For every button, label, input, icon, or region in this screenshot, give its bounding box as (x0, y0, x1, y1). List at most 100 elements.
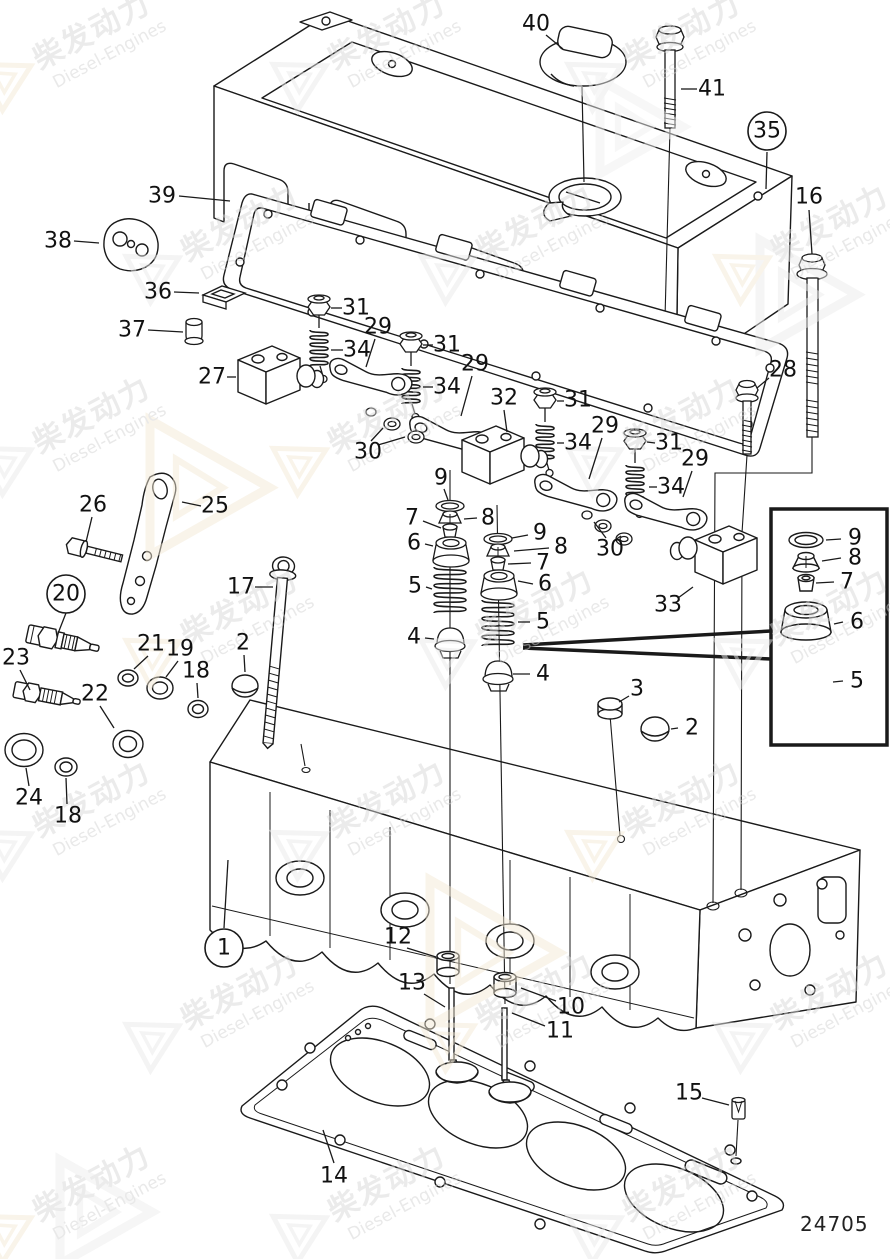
adjuster-tip (411, 403, 416, 415)
logo-triangle-icon (55, 1152, 162, 1259)
callout-leader-line (422, 520, 442, 529)
drawing-number: 24705 (800, 1212, 869, 1236)
callout-leader-line (513, 547, 550, 552)
clip-36 (201, 285, 247, 310)
callout-number: 32 (490, 386, 518, 411)
part-callout-7: 7 (815, 570, 854, 595)
retainer-6-hole (442, 538, 460, 548)
part-callout-4: 4 (513, 662, 550, 687)
part-callout-31: 31 (331, 296, 370, 321)
callout-leader-line (511, 1012, 546, 1027)
part-callout-38: 38 (44, 229, 100, 254)
retainer-6-base (480, 587, 518, 601)
part-callout-39: 39 (148, 184, 231, 209)
part-callout-23: 23 (2, 646, 31, 691)
ring-21 (117, 669, 139, 687)
logo-triangle-inner-icon (580, 839, 609, 864)
callout-number: 21 (137, 632, 165, 657)
callout-number: 34 (343, 338, 371, 363)
part-callout-26: 26 (79, 493, 107, 543)
logo-triangle-icon (563, 61, 626, 116)
callout-number: 15 (675, 1081, 703, 1106)
callout-leader-line (196, 682, 199, 699)
callout-leader-line (545, 34, 564, 50)
washer-ring-hole (387, 420, 397, 428)
callout-number: 6 (407, 531, 421, 556)
nut-31-hole (313, 295, 325, 301)
callout-number: 34 (657, 475, 685, 500)
valve-spring-5 (433, 566, 467, 614)
logo-triangle-inner-icon (0, 455, 19, 480)
callout-number: 19 (166, 637, 194, 662)
valve-seal-12 (436, 950, 460, 978)
callout-leader-line (646, 441, 656, 444)
cup-3 (597, 697, 623, 720)
logo-triangle-icon (755, 232, 866, 357)
logo-triangle-inner-icon (728, 647, 757, 672)
callout-leader-line (593, 521, 607, 539)
nut-31-hole (405, 332, 417, 338)
callout-number: 1 (217, 936, 231, 961)
bolt-shaft (664, 49, 676, 129)
part-callout-34: 34 (423, 375, 461, 400)
callout-number: 28 (769, 358, 797, 383)
ring-18b (54, 757, 78, 777)
bolt-41 (655, 25, 685, 357)
callout-number: 30 (354, 440, 382, 465)
part-callout-8: 8 (821, 546, 862, 571)
logo-triangle-icon (711, 637, 774, 692)
part-callout-14: 14 (320, 1129, 348, 1189)
logo-triangle-inner-icon (172, 453, 229, 522)
callout-leader-line (463, 517, 478, 520)
callout-number: 18 (182, 659, 210, 684)
watermark-big-triangle (755, 232, 866, 357)
logo-triangle-inner-icon (433, 1031, 462, 1056)
logo-triangle-icon (121, 253, 184, 308)
callout-wedge-top (522, 629, 772, 647)
callout-number: 31 (342, 296, 370, 321)
logo-triangle-inner-icon (138, 1031, 167, 1056)
cover-boss-hole (701, 169, 711, 179)
callout-number: 17 (227, 575, 255, 600)
oil-filler-spout (543, 201, 572, 222)
callout-leader-line (322, 1129, 335, 1164)
callout-number: 7 (405, 506, 419, 531)
callout-number: 8 (481, 506, 495, 531)
valve-11 (488, 1007, 532, 1104)
callout-leader-line (423, 993, 446, 1008)
logo-triangle-icon (416, 637, 479, 692)
callout-number: 29 (591, 414, 619, 439)
callout-number: 10 (557, 995, 585, 1020)
callout-number: 5 (850, 669, 864, 694)
callout-number: 33 (654, 593, 682, 618)
logo-triangle-inner-icon (580, 71, 609, 96)
callout-number: 6 (850, 610, 864, 635)
watermark-big-triangle (595, 72, 692, 182)
oil-filler-neck-inner (558, 183, 612, 211)
callout-number: 34 (564, 431, 592, 456)
callout-leader-line (670, 727, 679, 730)
head-gasket-holes (276, 1018, 758, 1230)
callout-number: 7 (536, 551, 550, 576)
part-callout-16: 16 (795, 185, 823, 255)
part-callout-19: 19 (165, 637, 194, 678)
head-parting-line (211, 905, 695, 1019)
part-callout-32: 32 (490, 386, 518, 433)
part-callout-34: 34 (649, 475, 685, 500)
part-callout-31: 31 (557, 388, 592, 413)
callout-leader-line (223, 859, 229, 929)
callout-leader-line (406, 947, 437, 958)
callout-number: 31 (433, 333, 461, 358)
logo-triangle-inner-icon (614, 101, 657, 153)
callout-number: 16 (795, 185, 823, 210)
part-callout-36: 36 (144, 280, 200, 305)
callout-number: 3 (630, 677, 644, 702)
inset-retainer-6-hole (793, 604, 819, 616)
cap-2b (640, 716, 670, 742)
part-callout-2: 2 (236, 631, 250, 673)
callout-number: 9 (434, 466, 448, 491)
callout-leader-line (682, 470, 693, 498)
logo-triangle-icon (0, 1213, 36, 1259)
